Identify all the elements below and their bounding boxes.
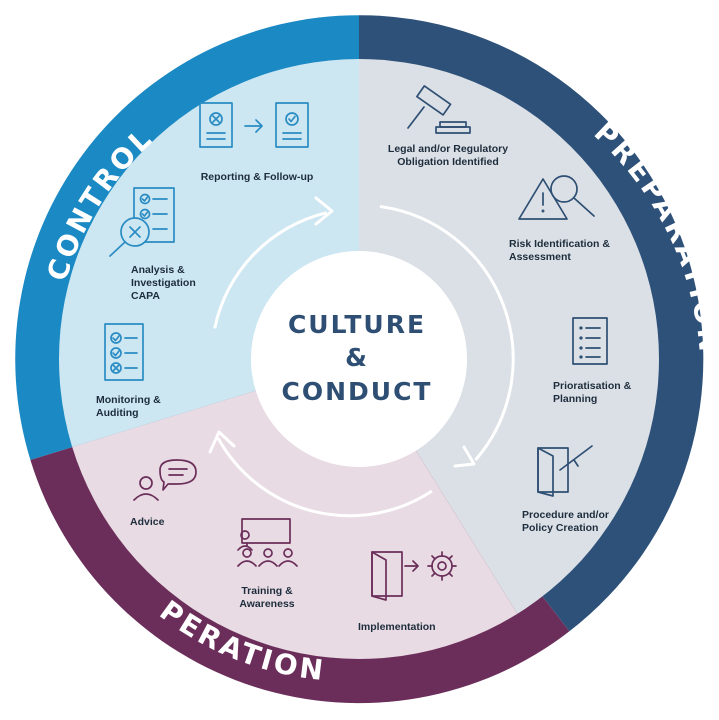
cycle-arrowhead-left	[208, 430, 236, 454]
gavel-icon	[407, 85, 471, 134]
step-prioritisation-line2: Planning	[553, 393, 597, 405]
center-line2: &	[345, 343, 369, 372]
step-risk-line1: Risk Identification &	[509, 238, 610, 250]
step-analysis-line3: CAPA	[131, 290, 160, 302]
cycle-arc-right	[379, 205, 515, 461]
door-gear-icon	[371, 551, 457, 601]
step-legal-line2: Obligation Identified	[397, 156, 499, 168]
step-procedure-line2: Policy Creation	[522, 522, 598, 534]
center-circle	[251, 251, 467, 467]
step-reporting-line1: Reporting & Follow-up	[201, 171, 314, 183]
step-training-line2: Awareness	[239, 598, 294, 610]
step-analysis-line2: Investigation	[131, 277, 196, 289]
center-line1: CULTURE	[288, 310, 426, 339]
step-legal-line1: Legal and/or Regulatory	[388, 143, 508, 155]
step-prioritisation-line1: Prioratisation &	[553, 380, 632, 392]
step-analysis-line1: Analysis &	[131, 264, 185, 276]
cycle-arrowhead-right	[453, 445, 476, 468]
check-list-icon	[104, 323, 144, 381]
checklist-icon	[572, 317, 608, 365]
magnifier-list-icon	[109, 187, 175, 257]
presentation-icon	[237, 518, 298, 567]
person-speech-icon	[133, 459, 197, 501]
step-training-line1: Training &	[241, 585, 293, 597]
step-monitoring-line1: Monitoring &	[96, 394, 161, 406]
step-implementation-line1: Implementation	[358, 621, 436, 633]
step-advice-line1: Advice	[130, 516, 165, 528]
cycle-arrowhead-top	[314, 196, 334, 226]
door-pen-icon	[537, 445, 593, 497]
cycle-arc-bottom	[216, 437, 433, 518]
warning-magnifier-icon	[518, 175, 595, 220]
step-procedure-line1: Procedure and/or	[522, 509, 609, 521]
step-monitoring-line2: Auditing	[96, 407, 139, 419]
documents-arrow-icon	[199, 102, 309, 148]
center-line3: CONDUCT	[282, 377, 433, 406]
cycle-arc-top-left	[213, 211, 328, 329]
step-risk-line2: Assessment	[509, 251, 571, 263]
